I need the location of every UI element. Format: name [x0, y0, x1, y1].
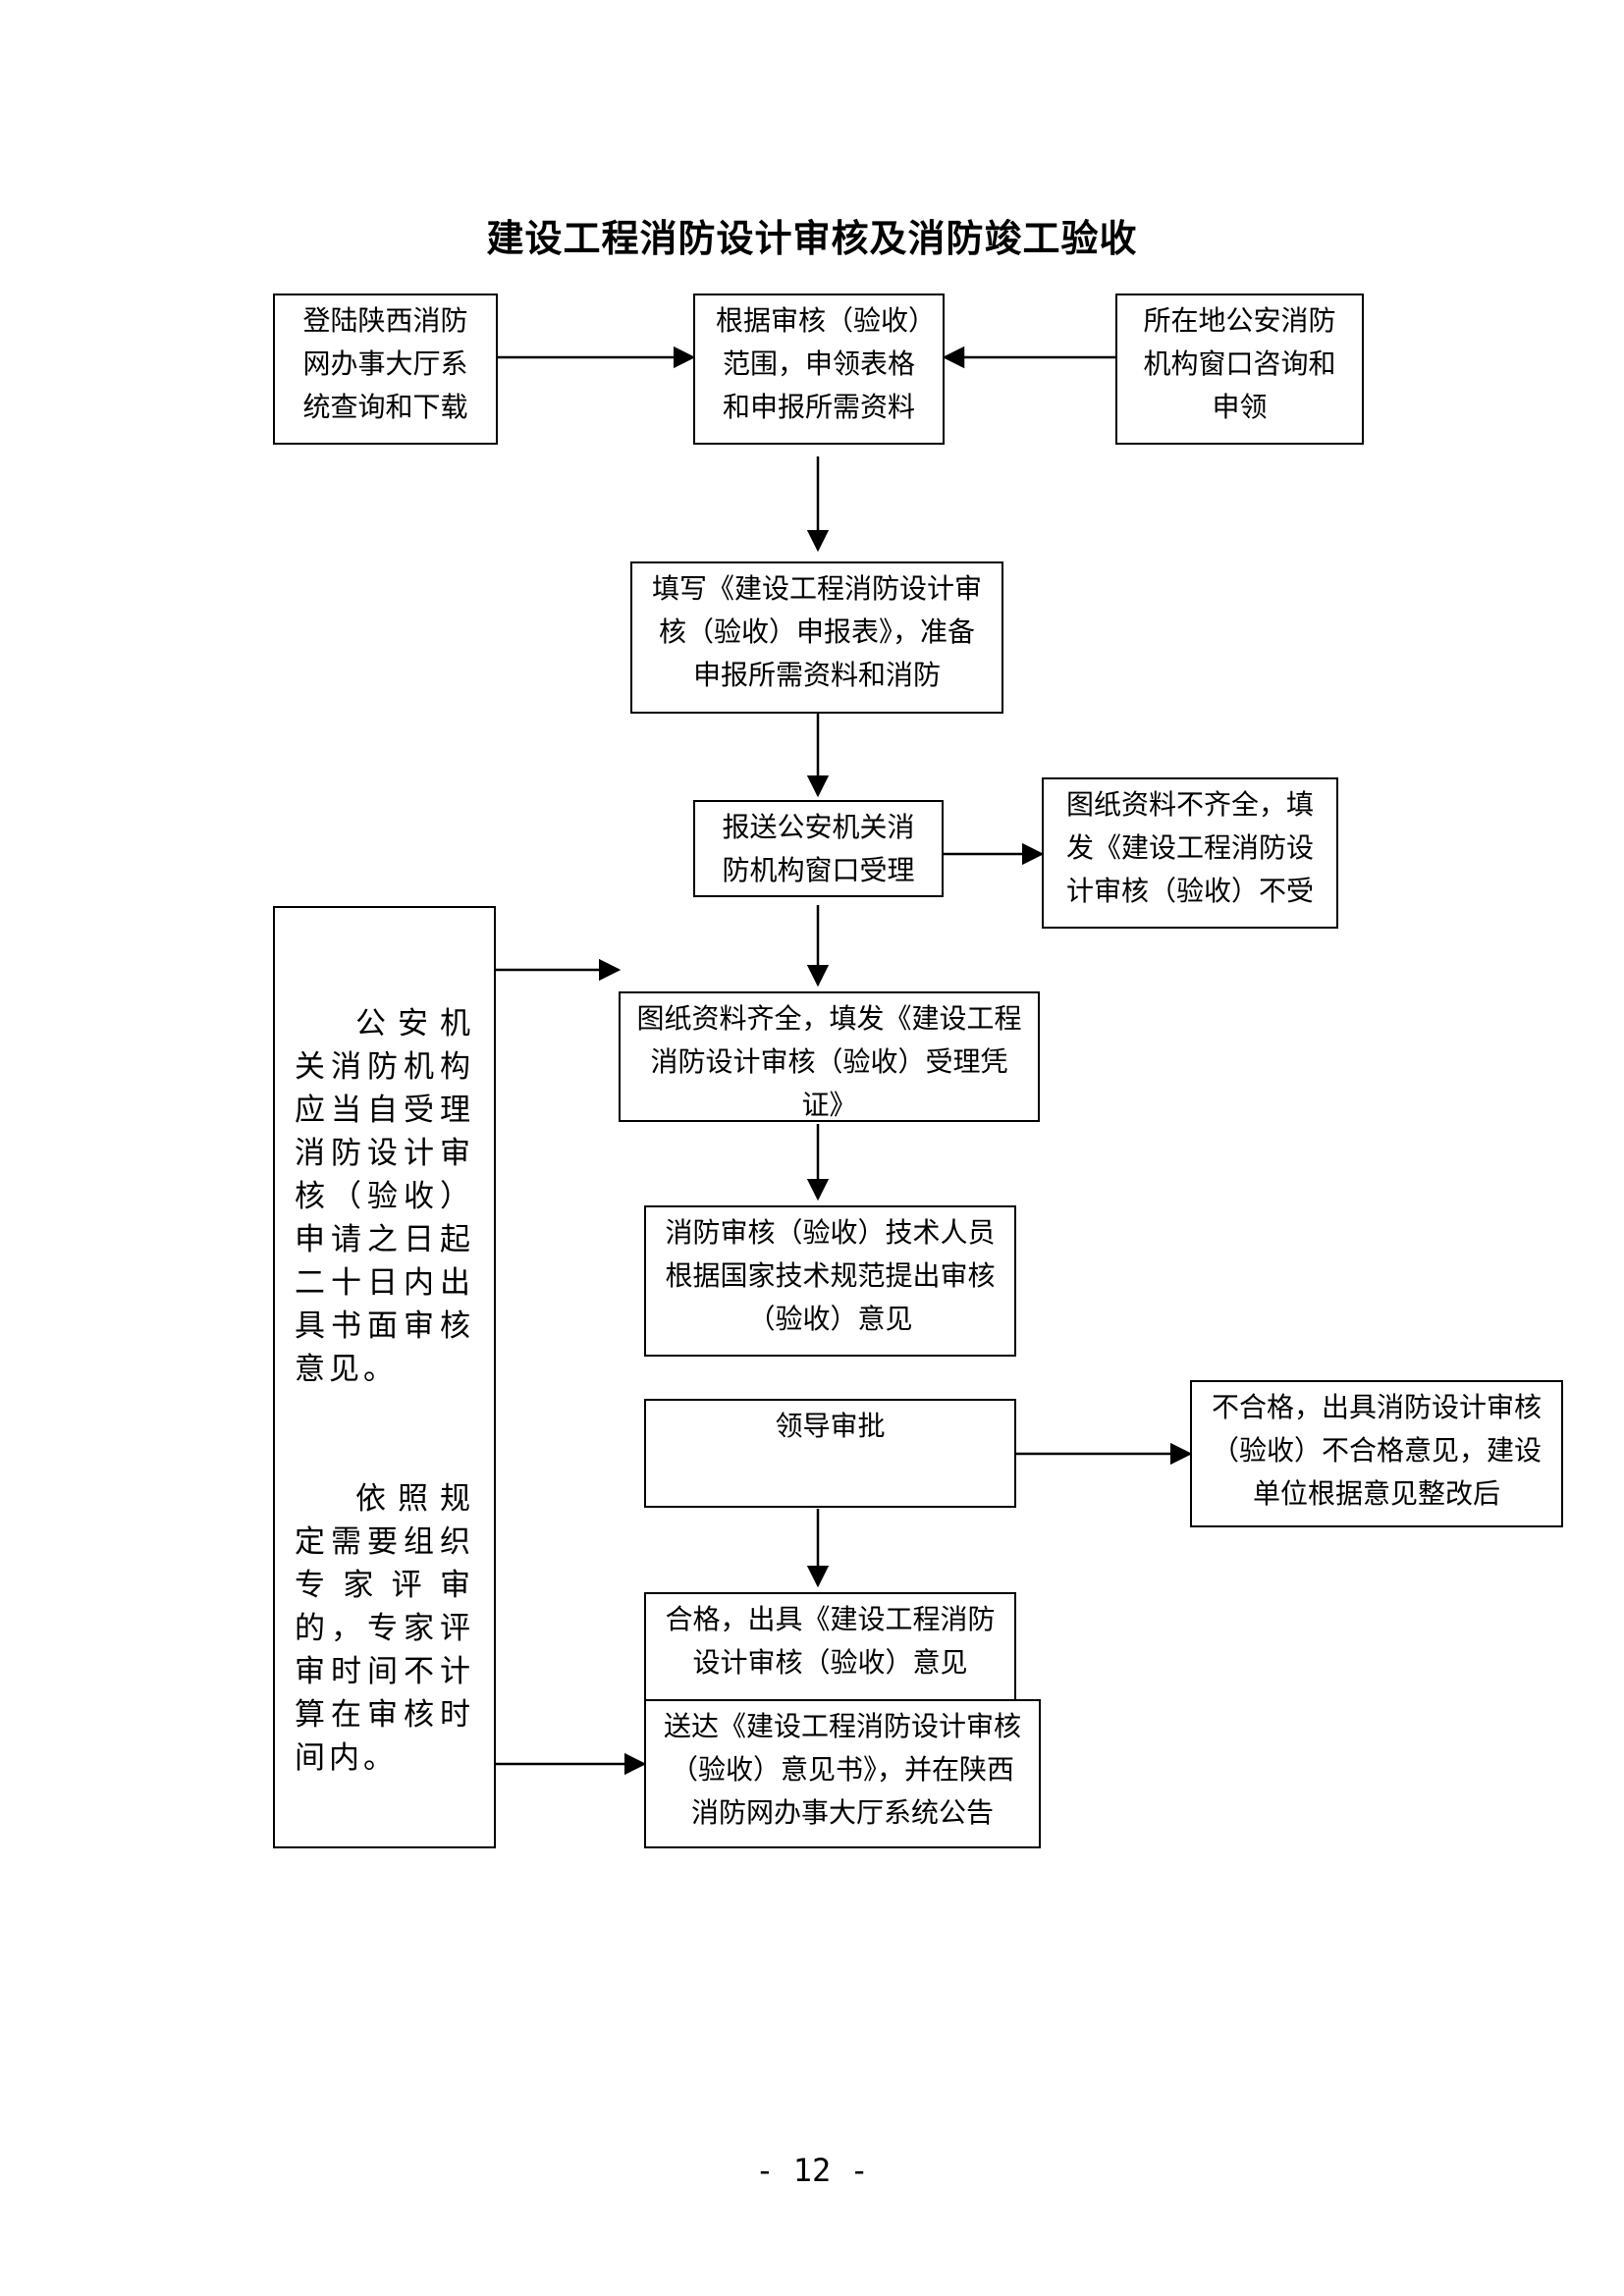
node-unqualified: 不合格，出具消防设计审核（验收）不合格意见，建设单位根据意见整改后: [1190, 1380, 1563, 1527]
time-limit-paragraph-2: 依照规定需要组织专家评审的，专家评审时间不计算在审核时间内。: [295, 1481, 474, 1776]
node-technical-review: 消防审核（验收）技术人员根据国家技术规范提出审核（验收）意见: [644, 1205, 1016, 1357]
node-fill-form: 填写《建设工程消防设计审核（验收）申报表》，准备申报所需资料和消防: [630, 561, 1003, 714]
node-incomplete-materials: 图纸资料不齐全，填发《建设工程消防设计审核（验收）不受: [1042, 777, 1338, 929]
time-limit-note: 公安机关消防机构应当自受理消防设计审核（验收）申请之日起二十日内出具书面审核意见…: [273, 906, 496, 1848]
node-submit-window: 报送公安机关消防机构窗口受理: [693, 800, 944, 897]
node-complete-materials: 图纸资料齐全，填发《建设工程消防设计审核（验收）受理凭证》: [619, 991, 1040, 1122]
node-online-portal: 登陆陕西消防网办事大厅系统查询和下载: [273, 294, 498, 445]
page-number: - 12 -: [755, 2152, 869, 2189]
node-scope-forms: 根据审核（验收）范围，申领表格和申报所需资料: [693, 294, 945, 445]
node-local-window: 所在地公安消防机构窗口咨询和申领: [1115, 294, 1364, 445]
node-deliver-notice: 送达《建设工程消防设计审核（验收）意见书》，并在陕西消防网办事大厅系统公告: [644, 1699, 1041, 1848]
node-leader-approval: 领导审批: [644, 1399, 1016, 1508]
time-limit-paragraph-1: 公安机关消防机构应当自受理消防设计审核（验收）申请之日起二十日内出具书面审核意见…: [295, 1006, 474, 1387]
page-title: 建设工程消防设计审核及消防竣工验收: [486, 216, 1138, 260]
node-qualified: 合格，出具《建设工程消防设计审核（验收）意见: [644, 1592, 1016, 1702]
